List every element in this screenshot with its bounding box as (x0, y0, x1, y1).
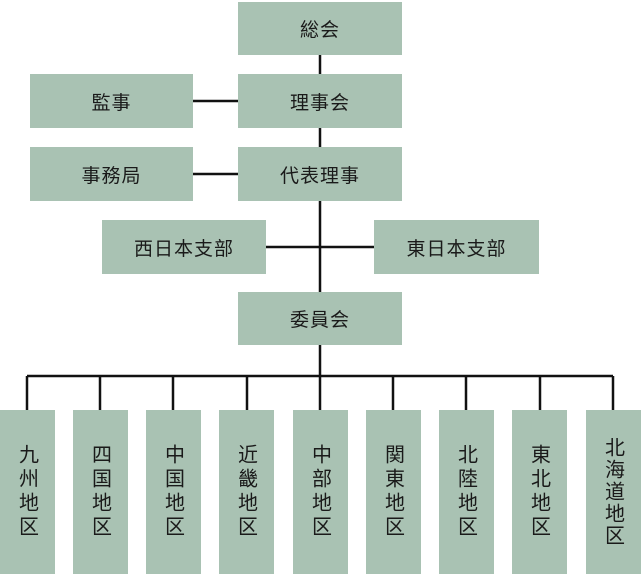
general-meeting-label: 総会 (299, 19, 340, 41)
region-box-kanto: 関東地区 (366, 410, 421, 574)
region-label: 東北地区 (527, 444, 552, 540)
region-label: 関東地区 (381, 444, 406, 540)
board-label: 理事会 (289, 91, 350, 114)
representative-box: 代表理事 (238, 147, 402, 201)
region-box-kyushu: 九州地区 (0, 410, 55, 574)
region-label: 四国地区 (88, 444, 113, 540)
region-box-chugoku: 中国地区 (146, 410, 201, 574)
region-box-hokkaido: 北海道地区 (586, 410, 641, 574)
secretariat-box: 事務局 (30, 147, 193, 201)
secretariat-label: 事務局 (81, 164, 142, 187)
region-box-chubu: 中部地区 (293, 410, 348, 574)
region-label: 中国地区 (161, 444, 186, 540)
east-branch-label: 東日本支部 (406, 237, 507, 260)
committee-box: 委員会 (238, 292, 402, 345)
east-branch-box: 東日本支部 (374, 220, 539, 274)
region-box-kinki: 近畿地区 (219, 410, 274, 574)
region-label: 九州地区 (15, 444, 40, 540)
west-branch-box: 西日本支部 (102, 220, 266, 274)
region-label: 北陸地区 (454, 444, 479, 540)
region-box-tohoku: 東北地区 (512, 410, 567, 574)
region-label: 中部地区 (308, 444, 333, 540)
general-meeting-box: 総会 (238, 2, 402, 55)
auditor-label: 監事 (91, 91, 132, 114)
board-box: 理事会 (238, 74, 402, 128)
region-label: 近畿地区 (234, 444, 259, 540)
region-label: 北海道地区 (601, 437, 626, 547)
auditor-box: 監事 (30, 74, 193, 128)
representative-label: 代表理事 (279, 164, 360, 187)
region-box-hokuriku: 北陸地区 (439, 410, 494, 574)
west-branch-label: 西日本支部 (133, 237, 234, 260)
region-box-shikoku: 四国地区 (73, 410, 128, 574)
committee-label: 委員会 (289, 309, 350, 331)
